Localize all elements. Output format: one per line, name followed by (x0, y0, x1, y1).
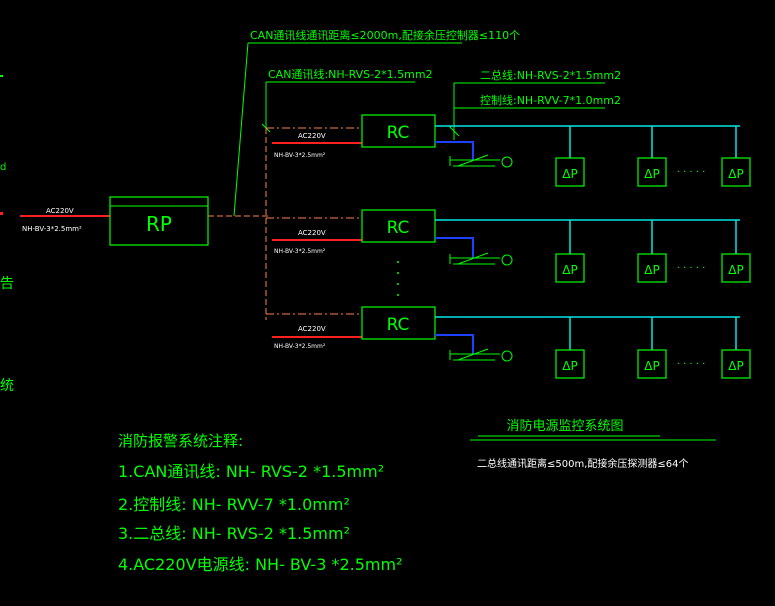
control-line (435, 141, 474, 160)
pressure-sensor (721, 349, 751, 379)
pressure-sensor (721, 157, 751, 187)
sensor-label: ΔP (562, 167, 577, 181)
rc-cable: NH-BV-3*2.5mm² (274, 343, 326, 350)
rc-label: RC (387, 315, 410, 335)
sensor-label: ΔP (644, 167, 659, 181)
sensor-label: ΔP (644, 263, 659, 277)
rc-label: RC (387, 218, 410, 238)
damper-blade (457, 252, 489, 265)
can-line-label: CAN通讯线:NH-RVS-2*1.5mm2 (268, 67, 433, 81)
note-item-2: 2.控制线: NH- RVV-7 *1.0mm² (118, 495, 350, 514)
sensor-label: ΔP (728, 167, 743, 181)
rc-voltage: AC220V (298, 325, 326, 333)
damper-actuator (501, 350, 513, 362)
rc-box (361, 114, 436, 148)
continuation-dots (397, 261, 399, 296)
left-tick (0, 75, 3, 77)
left-glyph-3: 统 (0, 378, 14, 394)
control-line (435, 237, 474, 258)
pressure-sensor (637, 253, 667, 283)
diagram-title: 消防电源监控系统图 (506, 418, 623, 434)
note-item-1: 1.CAN通讯线: NH- RVS-2 *1.5mm² (118, 462, 384, 481)
sensor-ellipsis: · · · · · (677, 167, 706, 178)
note-item-3: 3.二总线: NH- RVS-2 *1.5mm² (118, 524, 350, 543)
rc-row-2: AC220V NH-BV-3*2.5mm² RC ΔP ΔP · · · · ·… (272, 209, 751, 283)
pressure-sensor (555, 253, 585, 283)
sensor-label: ΔP (644, 359, 659, 373)
pressure-sensor (555, 157, 585, 187)
bus2-label: 二总线:NH-RVS-2*1.5mm2 (480, 68, 621, 82)
left-glyph-2: 告 (0, 276, 14, 292)
rp-box (109, 196, 209, 246)
sensor-label: ΔP (562, 263, 577, 277)
pressure-sensor (637, 157, 667, 187)
sensor-ellipsis: · · · · · (677, 263, 706, 274)
pressure-sensor (555, 349, 585, 379)
left-glyph-1: d (0, 162, 6, 173)
rc-box (361, 306, 436, 340)
note-item-4: 4.AC220V电源线: NH- BV-3 *2.5mm² (118, 555, 403, 574)
rp-input-voltage: AC220V (46, 207, 74, 215)
sensor-label: ΔP (728, 263, 743, 277)
rp-input-cable: NH-BV-3*2.5mm² (22, 225, 82, 233)
damper-blade (457, 348, 489, 361)
rp-label: RP (146, 212, 172, 236)
rc-cable: NH-BV-3*2.5mm² (274, 248, 326, 255)
label-leader-tick (448, 125, 460, 137)
top-distance-note: CAN通讯线通讯距离≤2000m,配接余压控制器≤110个 (250, 28, 520, 42)
bus-distance-note: 二总线通讯距离≤500m,配接余压探测器≤64个 (477, 457, 689, 470)
rc-box (361, 209, 436, 243)
rc-row-1: AC220V NH-BV-3*2.5mm² RC ΔP ΔP · · · · ·… (272, 114, 751, 187)
top-note-leader (233, 42, 249, 217)
control-label: 控制线:NH-RVV-7*1.0mm2 (480, 93, 621, 107)
damper-blade (457, 154, 489, 167)
damper-actuator (501, 254, 513, 266)
left-red-mark (0, 212, 3, 215)
notes-title: 消防报警系统注释: (118, 432, 243, 450)
pressure-sensor (637, 349, 667, 379)
pressure-sensor (721, 253, 751, 283)
sensor-ellipsis: · · · · · (677, 359, 706, 370)
rc-row-3: AC220V NH-BV-3*2.5mm² RC ΔP ΔP · · · · ·… (272, 306, 751, 379)
rc-voltage: AC220V (298, 132, 326, 140)
damper-actuator (501, 156, 513, 168)
sensor-label: ΔP (728, 359, 743, 373)
rc-label: RC (387, 123, 410, 143)
rc-cable: NH-BV-3*2.5mm² (274, 152, 326, 159)
sensor-label: ΔP (562, 359, 577, 373)
control-line (435, 334, 474, 354)
rc-voltage: AC220V (298, 229, 326, 237)
